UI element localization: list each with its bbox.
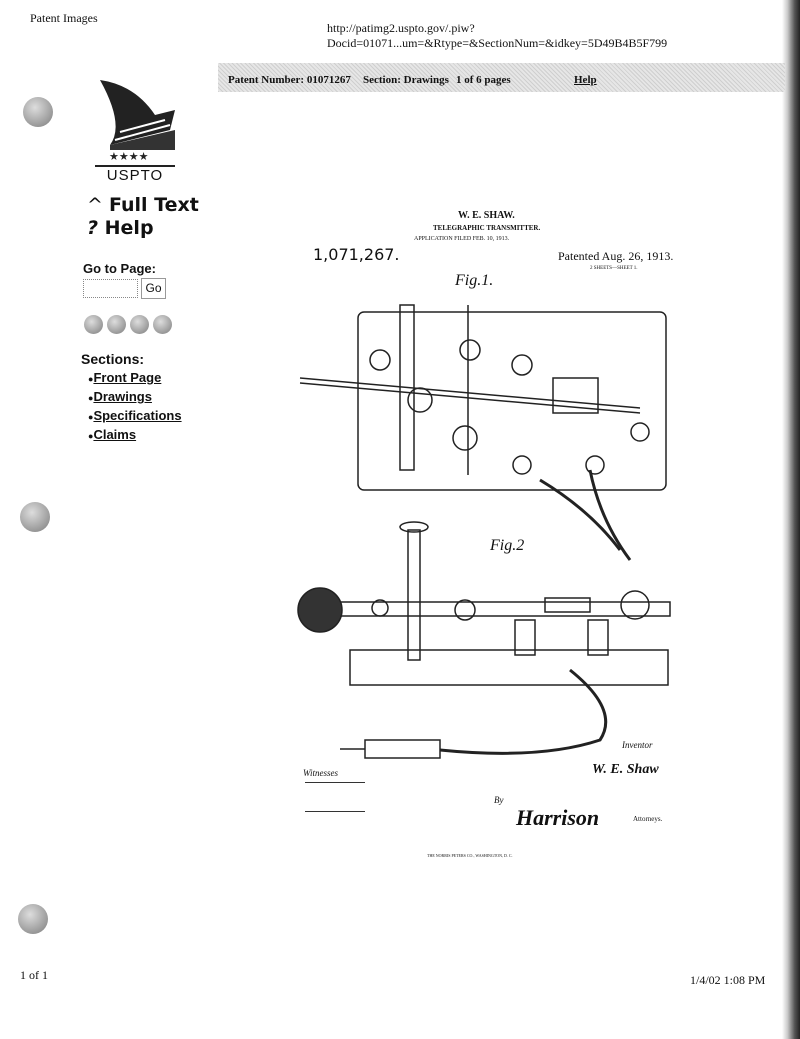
- punch-hole: [23, 97, 53, 127]
- drawing-patented-date: Patented Aug. 26, 1913.: [558, 249, 674, 263]
- caret-up-icon: ^: [87, 194, 109, 216]
- drawing-inventor-header: W. E. SHAW.: [458, 210, 515, 221]
- patent-drawing: [297, 304, 671, 759]
- first-page-button[interactable]: [84, 315, 103, 334]
- goto-label: Go to Page:: [83, 261, 156, 276]
- full-text-link[interactable]: ^ Full Text: [87, 194, 199, 216]
- inventor-signature: W. E. Shaw: [592, 762, 659, 777]
- fig1-label: Fig.1.: [455, 272, 494, 289]
- print-footer-datetime: 1/4/02 1:08 PM: [690, 973, 766, 987]
- section-name: Section: Drawings: [363, 74, 449, 86]
- drawing-application: APPLICATION FILED FEB. 10, 1913.: [414, 236, 510, 242]
- help-link[interactable]: ? Help: [87, 217, 154, 239]
- section-link-front-page[interactable]: ●Front Page: [88, 370, 162, 385]
- punch-hole: [18, 904, 48, 934]
- prev-page-button[interactable]: [107, 315, 126, 334]
- attorney-signature: Harrison: [516, 805, 600, 830]
- section-label: Drawings: [93, 389, 152, 404]
- sections-list: ●Front Page ●Drawings ●Specifications ●C…: [88, 369, 182, 445]
- uspto-logo[interactable]: ★★★★ USPTO: [95, 70, 185, 184]
- section-link-drawings[interactable]: ●Drawings: [88, 389, 152, 404]
- bar-help-link[interactable]: Help: [574, 74, 597, 86]
- patent-number: Patent Number: 01071267: [228, 74, 351, 86]
- next-page-button[interactable]: [130, 315, 149, 334]
- full-text-label: Full Text: [108, 194, 199, 216]
- fig2-label: Fig.2: [490, 537, 525, 554]
- patent-info-bar: Patent Number: 01071267 Section: Drawing…: [218, 63, 785, 92]
- logo-text: USPTO: [95, 165, 175, 184]
- inventor-label: Inventor: [622, 740, 653, 750]
- print-header-url: http://patimg2.uspto.gov/.piw?Docid=0107…: [327, 21, 668, 50]
- question-icon: ?: [87, 217, 105, 239]
- witness-signatures: [305, 782, 365, 812]
- eagle-icon: ★★★★: [100, 80, 175, 163]
- print-header-title: Patent Images: [30, 11, 98, 25]
- section-link-claims[interactable]: ●Claims: [88, 427, 137, 442]
- section-link-specifications[interactable]: ●Specifications: [88, 408, 182, 423]
- help-label: Help: [104, 217, 154, 239]
- drawing-sheets: 2 SHEETS—SHEET 1.: [590, 266, 638, 271]
- page-count: 1 of 6 pages: [456, 74, 511, 86]
- printer-credit: THE NORRIS PETERS CO., WASHINGTON, D. C.: [427, 853, 513, 858]
- section-label: Front Page: [93, 370, 162, 385]
- svg-text:★★★★: ★★★★: [109, 151, 149, 160]
- drawing-title: TELEGRAPHIC TRANSMITTER.: [433, 224, 541, 232]
- page-nav-buttons: [84, 315, 172, 334]
- witnesses-label: Witnesses: [303, 768, 338, 778]
- drawing-patent-number: 1,071,267.: [313, 245, 400, 264]
- attorneys-label: Attorneys.: [633, 815, 663, 823]
- go-button[interactable]: Go: [141, 278, 166, 299]
- by-label: By: [494, 795, 504, 805]
- sections-label: Sections:: [81, 351, 145, 367]
- section-label: Specifications: [93, 408, 182, 423]
- scan-edge: [782, 0, 800, 1039]
- punch-hole: [20, 502, 50, 532]
- last-page-button[interactable]: [153, 315, 172, 334]
- goto-page-input[interactable]: [83, 279, 138, 298]
- section-label: Claims: [93, 427, 137, 442]
- print-footer-page: 1 of 1: [20, 968, 48, 982]
